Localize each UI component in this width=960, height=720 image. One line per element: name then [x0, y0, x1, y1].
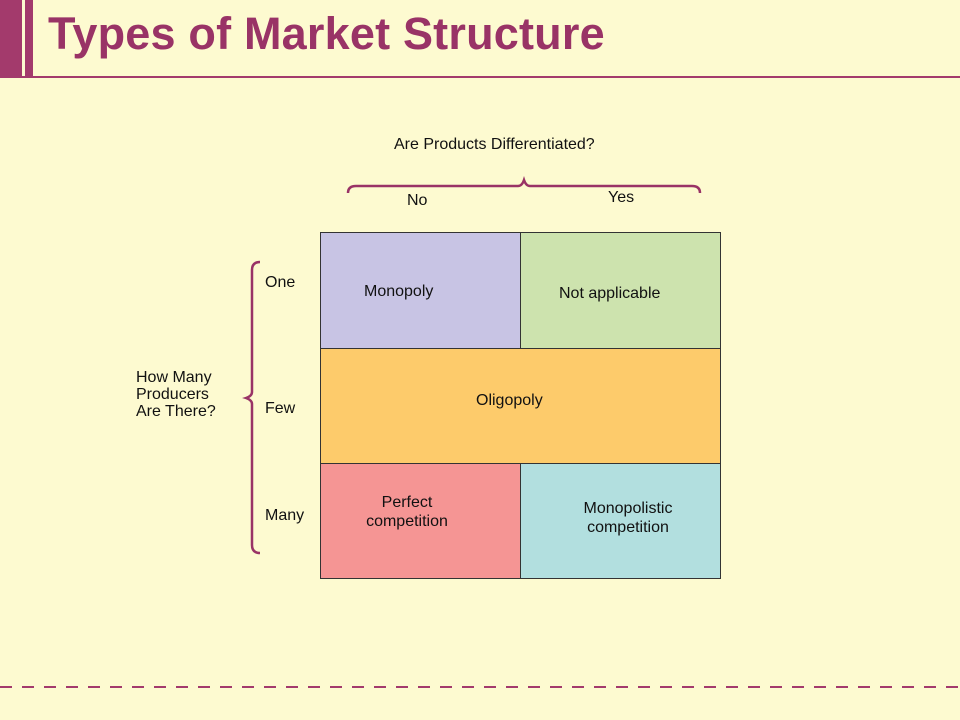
label-oligopoly: Oligopoly — [476, 392, 543, 409]
row-label-few: Few — [265, 400, 296, 417]
title-accent-bars — [0, 0, 34, 78]
row-brace — [242, 260, 261, 555]
column-question: Are Products Differentiated? — [394, 136, 595, 153]
label-perfect-competition: Perfect competition — [366, 494, 448, 530]
column-label-no: No — [407, 192, 428, 209]
column-brace — [346, 176, 702, 194]
footer-dashed-rule — [0, 686, 960, 688]
cell-not-applicable — [520, 232, 721, 349]
cell-oligopoly — [320, 348, 721, 464]
title-underline — [0, 76, 960, 78]
label-monopolistic-competition: Monopolistic competition — [583, 500, 673, 536]
row-question: How Many Producers Are There? — [136, 369, 216, 420]
label-not-applicable: Not applicable — [559, 285, 661, 302]
accent-bar — [0, 0, 22, 78]
accent-bar — [25, 0, 33, 78]
cell-perfect-competition — [320, 463, 521, 579]
column-label-yes: Yes — [608, 189, 635, 206]
label-monopoly: Monopoly — [364, 283, 434, 300]
row-label-one: One — [265, 274, 296, 291]
row-label-many: Many — [265, 507, 305, 524]
page-title: Types of Market Structure — [48, 8, 605, 59]
cell-monopolistic-competition — [520, 463, 721, 579]
